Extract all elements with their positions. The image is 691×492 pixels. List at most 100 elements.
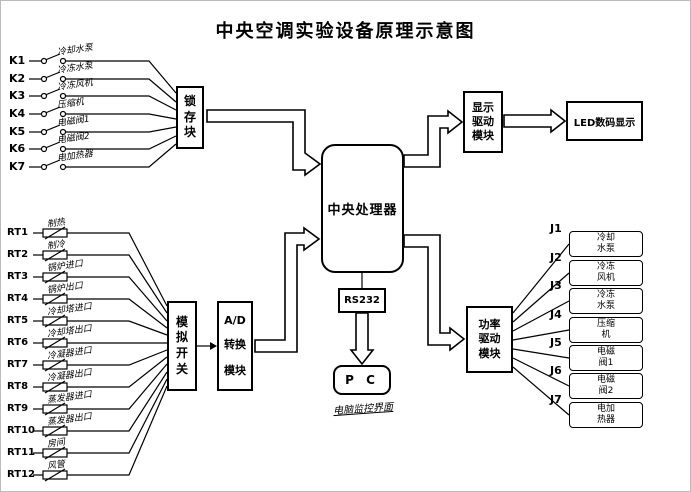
analog-adc-arrowhead (210, 342, 217, 350)
k-wire (66, 95, 177, 111)
rt-input-id: RT3 (7, 271, 29, 282)
j-wire (512, 300, 570, 332)
k-switch-contact (59, 128, 67, 136)
k-switch-blade (46, 88, 61, 96)
j-output-label: 热器 (596, 415, 615, 425)
k-switch-contact (40, 163, 48, 171)
j-output-box: 电磁阀1 (569, 345, 643, 371)
arrow-latch-to-cpu (206, 109, 322, 177)
latch-block-label: 锁存块 (183, 94, 196, 140)
j-output-box: 电加热器 (569, 402, 643, 428)
j-output-label: 水泵 (596, 301, 615, 311)
rt-sensor-slash (44, 380, 66, 394)
j-wire (512, 243, 570, 314)
analog-switch-label: 模拟开关 (175, 314, 188, 376)
rt-input-id: RT5 (7, 315, 29, 326)
cpu-block: 中央处理器 (321, 144, 404, 273)
rt-wire (67, 232, 168, 307)
k-input-id: K1 (9, 54, 26, 67)
rt-wire (67, 254, 168, 314)
k-switch-contact (40, 92, 48, 100)
k-switch-contact (40, 110, 48, 118)
j-output-label: 冷冻 (596, 289, 615, 300)
k-switch-blade (46, 71, 61, 79)
rt-input-id: RT7 (7, 359, 29, 370)
k-wire (66, 113, 177, 120)
led-display-label: LED数码显示 (573, 117, 636, 129)
led-display-block: LED数码显示 (566, 101, 643, 141)
adc-block: A/D 转换 模块 (217, 301, 253, 391)
arrow-cpu-to-power-driver (403, 234, 466, 352)
latch-block: 锁存块 (176, 86, 204, 149)
rt-input-id: RT10 (7, 425, 35, 436)
k-switch-contact (40, 145, 48, 153)
k-switch-contact (40, 57, 48, 65)
k-wire (66, 126, 177, 133)
pc-block: P C (333, 365, 391, 395)
k-input-id: K4 (9, 107, 26, 120)
rt-wire (67, 371, 168, 432)
j-output-box: 压缩机 (569, 317, 643, 343)
display-driver-label: 显示驱动模块 (472, 100, 494, 143)
rt-input-id: RT8 (7, 381, 29, 392)
rt-input-id: RT12 (7, 469, 35, 480)
power-driver-label: 功率驱动模块 (478, 318, 501, 360)
j-output-id: J1 (550, 222, 562, 235)
j-output-label: 水泵 (596, 244, 615, 254)
k-wire (66, 60, 177, 94)
j-output-label: 阀1 (598, 358, 614, 368)
j-output-label: 风机 (596, 273, 615, 283)
k-switch-blade (46, 106, 61, 114)
j-wire (512, 366, 570, 416)
k-switch-contact (59, 145, 67, 153)
k-switch-contact (59, 75, 67, 83)
rt-sensor-slash (44, 336, 66, 350)
k-wire (66, 78, 177, 103)
j-output-label: 机 (601, 330, 611, 340)
k-input-id: K3 (9, 89, 26, 102)
k-wire (66, 135, 177, 150)
analog-switch-block: 模拟开关 (167, 301, 197, 391)
rt-sensor-slash (44, 424, 66, 438)
k-switch-blade (46, 124, 61, 132)
j-output-label: 阀2 (598, 386, 614, 396)
rt-input-id: RT11 (7, 447, 35, 458)
j-wire (512, 329, 570, 341)
rs232-block: RS232 (338, 288, 386, 313)
rt-wire (67, 378, 168, 454)
k-input-id: K7 (9, 160, 26, 173)
j-output-box: 冷冻风机 (569, 260, 643, 286)
k-input-id: K5 (9, 125, 26, 138)
k-switch-contact (59, 57, 67, 65)
rt-wire (67, 385, 168, 476)
k-switch-contact (59, 110, 67, 118)
j-output-label: 电加 (596, 403, 615, 414)
rt-sensor-slash (44, 314, 66, 328)
rs232-label: RS232 (344, 295, 380, 306)
j-output-label: 冷却 (596, 232, 615, 243)
power-driver-block: 功率驱动模块 (466, 306, 513, 373)
adc-line3: 模块 (224, 364, 246, 378)
rt-wire (67, 363, 168, 410)
k-wire (66, 143, 177, 168)
rt-input-id: RT4 (7, 293, 29, 304)
rt-wire (67, 276, 168, 322)
k-switch-contact (59, 92, 67, 100)
k-switch-blade (46, 141, 61, 149)
j-output-label: 电磁 (596, 346, 615, 357)
rt-sensor-slash (44, 292, 66, 306)
k-input-id: K2 (9, 72, 26, 85)
j-output-id: J5 (550, 336, 562, 349)
display-driver-block: 显示驱动模块 (463, 91, 503, 153)
k-switch-blade (46, 53, 61, 61)
rt-sensor-slash (44, 248, 66, 262)
arrow-display-driver-to-led (503, 108, 567, 134)
j-output-id: J2 (550, 251, 562, 264)
arrow-cpu-to-display-driver (403, 109, 464, 168)
j-output-box: 电磁阀2 (569, 373, 643, 399)
k-input-id: K6 (9, 142, 26, 155)
j-output-id: J4 (550, 308, 562, 321)
arrow-adc-to-cpu (254, 226, 321, 353)
